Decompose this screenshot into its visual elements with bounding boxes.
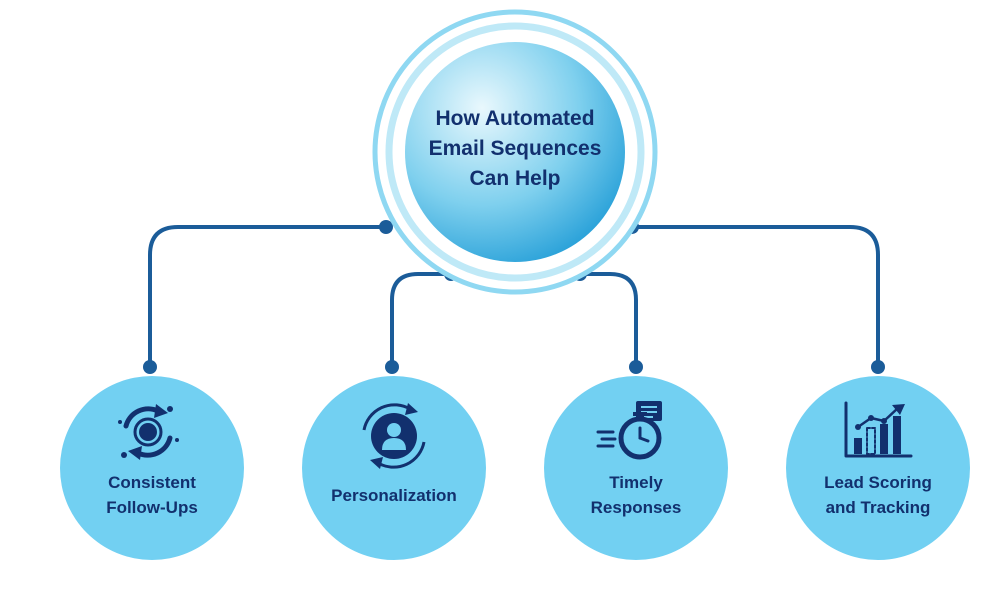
connector-dot [871, 360, 885, 374]
connector-follow-ups [148, 225, 388, 369]
node-circles [60, 376, 970, 560]
node-circle-timely-responses [544, 376, 728, 560]
node-label-follow-ups: Consistent Follow-Ups [67, 470, 237, 520]
node-circle-lead-scoring [786, 376, 970, 560]
connector-dot [385, 360, 399, 374]
connector-dot [143, 360, 157, 374]
stopwatch-message-icon [596, 401, 662, 460]
center-title-line: Can Help [469, 167, 561, 190]
node-label-personalization: Personalization [309, 483, 479, 508]
connector-lead-scoring [630, 225, 880, 369]
growth-chart-icon [844, 401, 913, 458]
refresh-target-icon [118, 404, 179, 460]
center-title-line: Email Sequences [428, 137, 602, 160]
node-label-lead-scoring: Lead Scoring and Tracking [793, 470, 963, 520]
connector-dot [629, 360, 643, 374]
node-label-line: Consistent [108, 473, 196, 492]
node-circle-follow-ups [60, 376, 244, 560]
connector-personalization [390, 272, 453, 369]
center-circle [405, 42, 625, 262]
connectors [148, 225, 880, 369]
node-label-line: Responses [590, 498, 682, 517]
user-cycle-icon [362, 403, 426, 469]
node-label-line: Personalization [331, 486, 457, 505]
center-hub [372, 9, 658, 295]
node-label-timely-responses: Timely Responses [551, 470, 721, 520]
center-title: How Automated Email Sequences Can Help [400, 104, 630, 194]
node-label-line: and Tracking [825, 498, 931, 517]
connector-timely-responses [578, 272, 638, 369]
node-label-line: Timely [609, 473, 663, 492]
connector-dot [379, 220, 393, 234]
node-label-line: Lead Scoring [824, 473, 932, 492]
node-label-line: Follow-Ups [106, 498, 198, 517]
center-title-line: How Automated [435, 107, 595, 130]
